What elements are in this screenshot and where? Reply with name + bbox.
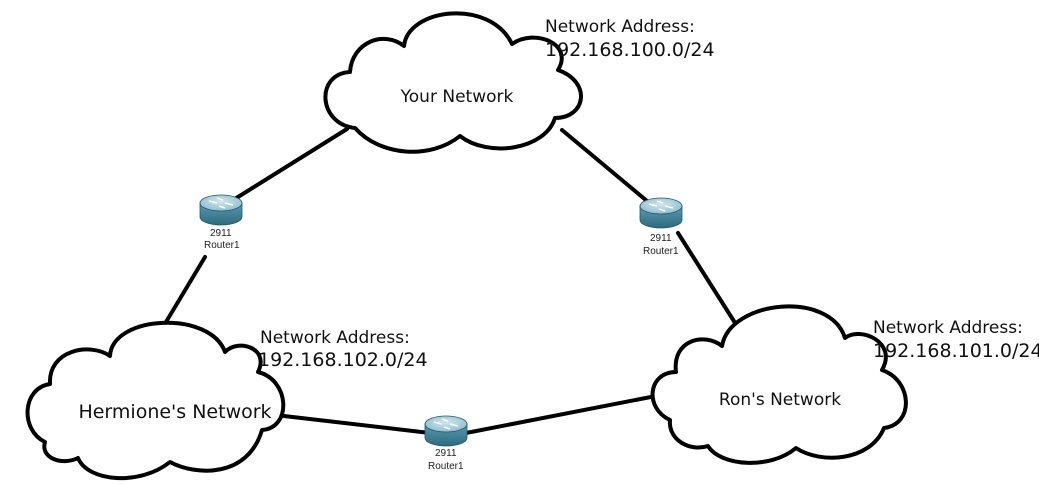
cloud-shape — [650, 304, 908, 465]
link-hermione-cloud-to-bottom-router — [282, 414, 432, 435]
cloud-label: Your Network — [400, 87, 514, 107]
router-icon — [199, 194, 243, 226]
link-left-router-to-hermione-cloud — [164, 255, 207, 324]
cloud-label: Ron's Network — [719, 390, 841, 410]
router-name: Router1 — [428, 461, 464, 472]
cloud-shape — [323, 11, 583, 154]
router-icon — [639, 197, 683, 229]
address-value: 192.168.100.0/24 — [545, 39, 715, 61]
address-label-left: Network Address: 192.168.102.0/24 — [258, 328, 428, 371]
router-right[interactable]: 2911 Router1 — [639, 197, 683, 257]
router-name: Router1 — [643, 246, 679, 257]
router-left[interactable]: 2911 Router1 — [199, 194, 243, 251]
cloud-hermione-network: Hermione's Network — [25, 320, 286, 481]
address-label-right: Network Address: 192.168.101.0/24 — [873, 318, 1039, 362]
links — [164, 127, 746, 435]
link-bottom-router-to-ron-cloud — [464, 394, 658, 435]
address-value: 192.168.102.0/24 — [258, 349, 428, 371]
address-title: Network Address: — [260, 328, 410, 348]
address-title: Network Address: — [873, 318, 1023, 338]
address-label-top: Network Address: 192.168.100.0/24 — [545, 17, 715, 61]
link-top-cloud-to-right-router — [560, 128, 655, 208]
router-name: Router1 — [204, 240, 240, 251]
router-icon — [424, 415, 468, 447]
router-model: 2911 — [435, 448, 457, 459]
link-top-cloud-to-left-router — [220, 127, 349, 209]
cloud-your-network: Your Network — [323, 11, 583, 154]
cloud-label: Hermione's Network — [78, 401, 271, 423]
cloud-ron-network: Ron's Network — [650, 304, 908, 465]
router-bottom[interactable]: 2911 Router1 — [424, 415, 468, 472]
cloud-shape — [25, 320, 286, 481]
router-model: 2911 — [650, 233, 672, 244]
router-model: 2911 — [210, 228, 232, 239]
address-value: 192.168.101.0/24 — [873, 340, 1039, 362]
address-title: Network Address: — [545, 17, 695, 37]
link-right-router-to-ron-cloud — [676, 231, 746, 339]
